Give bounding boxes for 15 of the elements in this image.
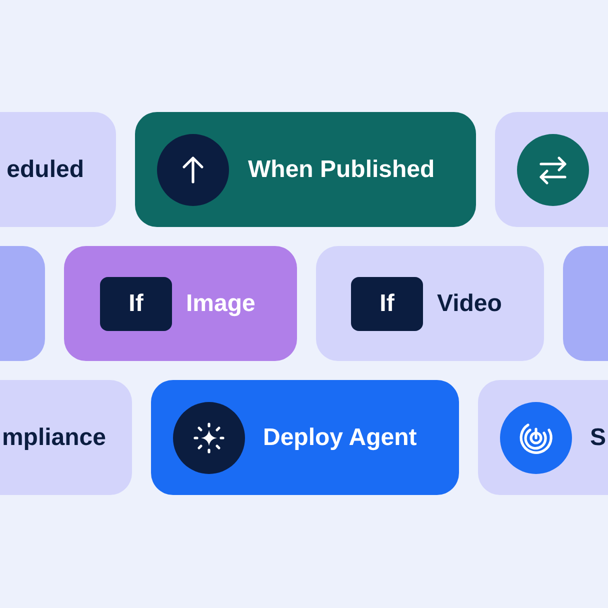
tile-label: When Published xyxy=(248,156,435,184)
tile-label: Image xyxy=(186,290,256,318)
tile xyxy=(316,246,544,361)
condition-badge xyxy=(351,277,423,331)
tile-label: eduled xyxy=(6,156,84,184)
tile-label: Deploy Agent xyxy=(263,424,417,452)
tile-label: Video xyxy=(437,290,502,318)
tile xyxy=(64,246,297,361)
condition-badge xyxy=(100,277,172,331)
tile-label: mpliance xyxy=(2,424,106,452)
tile xyxy=(151,380,459,495)
tile-label: S xyxy=(590,424,606,452)
badge-label: If xyxy=(380,290,394,318)
badge-label: If xyxy=(128,290,144,318)
tile xyxy=(135,112,476,227)
